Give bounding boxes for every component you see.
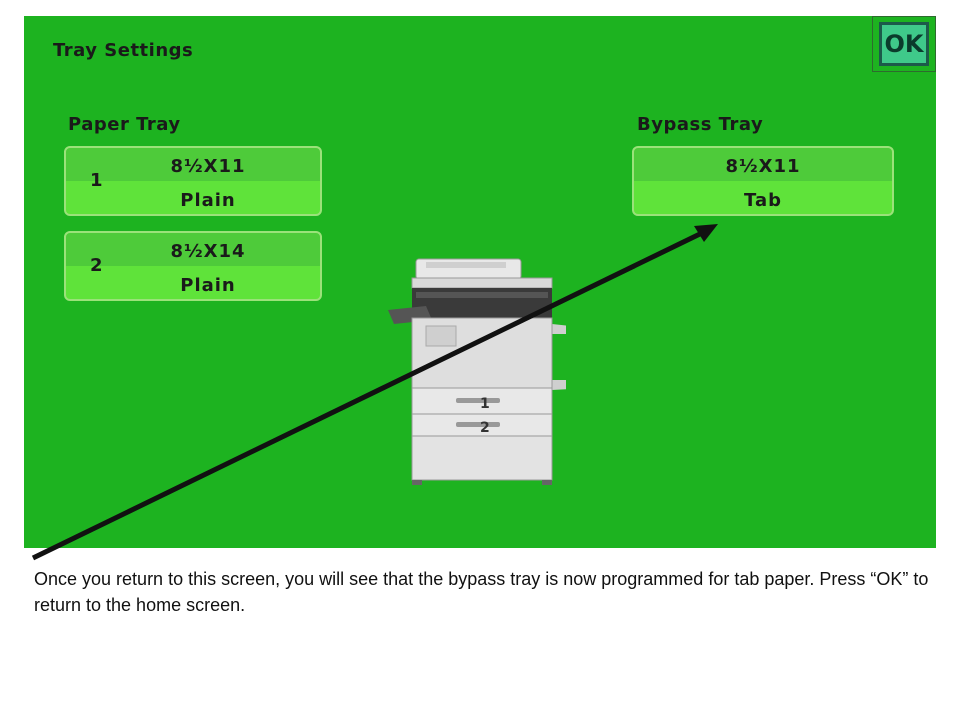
bypass-tray-label: Bypass Tray — [637, 114, 764, 135]
tray-settings-screen: Tray Settings OK Paper Tray Bypass Tray … — [24, 16, 936, 548]
instruction-caption: Once you return to this screen, you will… — [34, 569, 929, 615]
paper-tray-1-button[interactable]: 1 8½X11 Plain — [64, 146, 322, 216]
tray-number: 1 — [90, 170, 103, 191]
ok-button-label: OK — [879, 22, 929, 66]
paper-tray-2-button[interactable]: 2 8½X14 Plain — [64, 231, 322, 301]
copier-cabinet — [411, 435, 553, 481]
arrow-line — [31, 229, 706, 561]
tray-paper-size: 8½X14 — [170, 241, 246, 262]
paper-tray-label: Paper Tray — [68, 114, 181, 135]
tray-paper-type: Tab — [744, 190, 782, 211]
drawer-number: 2 — [480, 420, 490, 436]
tray-paper-type: Plain — [180, 190, 236, 211]
page-title: Tray Settings — [53, 40, 194, 61]
drawer-number: 1 — [480, 396, 490, 412]
copier-illustration: 1 2 — [388, 258, 566, 485]
bypass-tray-button[interactable]: 8½X11 Tab — [632, 146, 894, 216]
tray-number: 2 — [90, 255, 103, 276]
tray-paper-size: 8½X11 — [170, 156, 246, 177]
tray-paper-type: Plain — [180, 275, 236, 296]
arrow-head-icon — [694, 224, 718, 242]
ok-button[interactable]: OK — [872, 16, 936, 72]
tray-paper-size: 8½X11 — [725, 156, 801, 177]
